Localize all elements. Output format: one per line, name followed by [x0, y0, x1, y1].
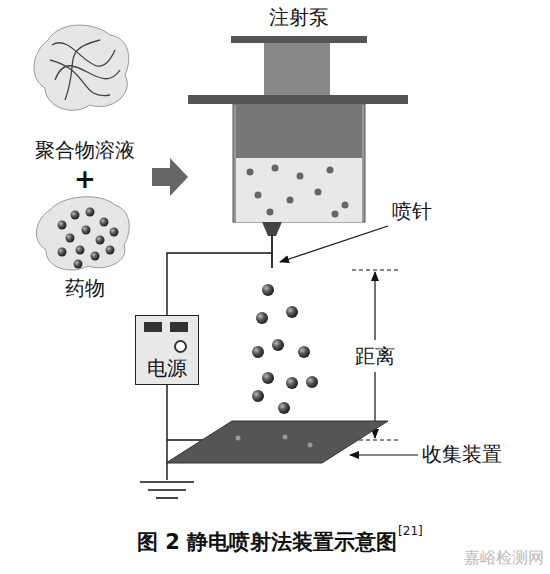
dot	[86, 208, 95, 217]
dot	[315, 189, 322, 196]
collector-label: 收集装置	[422, 441, 502, 468]
dot	[91, 252, 100, 261]
syringe-pump: 注射泵	[233, 4, 365, 35]
dot	[252, 390, 264, 402]
meter-panel	[144, 322, 190, 334]
dot	[96, 236, 105, 245]
meter	[144, 322, 162, 332]
node-label: 药物	[65, 275, 105, 302]
dot	[262, 372, 274, 384]
dot	[297, 173, 304, 180]
polymer-solution: 聚合物溶液	[18, 24, 152, 164]
dot	[110, 228, 119, 237]
dot	[262, 284, 274, 296]
knob	[174, 340, 187, 353]
needle-label: 喷针	[392, 198, 432, 225]
dot	[306, 376, 318, 388]
dot	[255, 192, 262, 199]
power-supply: 电源	[135, 315, 199, 385]
dot	[256, 312, 268, 324]
dot	[272, 339, 284, 351]
dot	[74, 260, 83, 269]
node-label: 聚合物溶液	[35, 137, 135, 164]
dot	[252, 346, 264, 358]
dot	[58, 248, 67, 257]
dot	[332, 211, 339, 218]
node-label: 电源	[147, 355, 187, 382]
dot	[100, 218, 109, 227]
drug: 药物	[30, 190, 140, 302]
distance-label: 距离	[354, 343, 396, 370]
meter	[170, 322, 188, 332]
dot	[272, 165, 279, 172]
dot	[106, 246, 115, 255]
dot	[287, 197, 294, 204]
dot	[286, 377, 298, 389]
watermark: 嘉峪检测网	[464, 548, 544, 569]
dot	[58, 221, 67, 230]
dot	[82, 226, 91, 235]
dot	[76, 246, 85, 255]
dot	[286, 306, 298, 318]
dot	[267, 209, 274, 216]
dot	[327, 167, 334, 174]
reference-number: [21]	[398, 524, 423, 538]
dot	[71, 211, 80, 220]
dot	[342, 202, 349, 209]
node-label: 注射泵	[269, 4, 329, 31]
dot	[66, 234, 75, 243]
dot	[298, 346, 310, 358]
dot	[247, 169, 254, 176]
plus-sign: +	[74, 164, 96, 194]
figure-caption: 图 2 静电喷射法装置示意图	[137, 528, 397, 556]
dot	[278, 402, 290, 414]
